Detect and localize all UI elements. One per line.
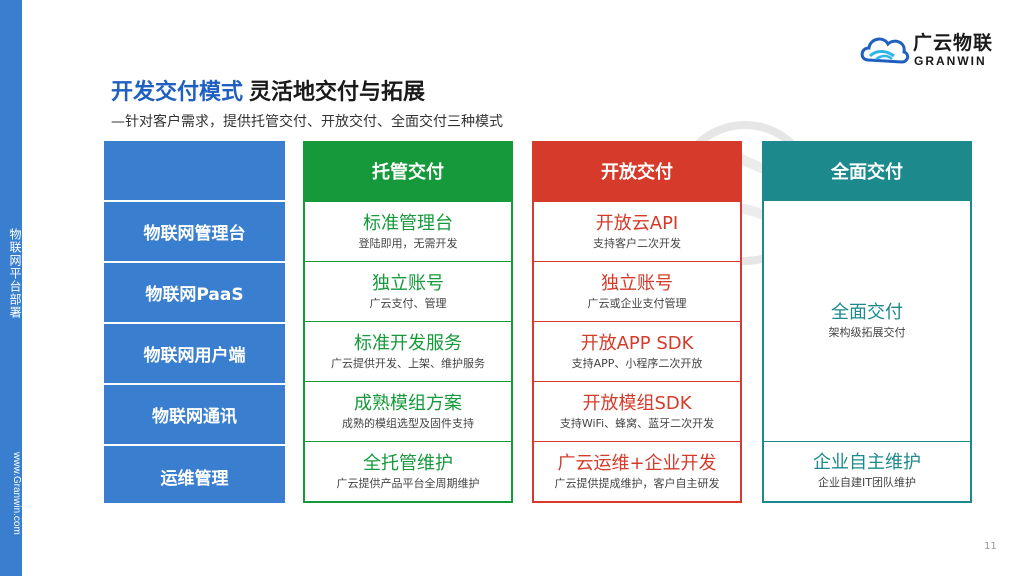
page-subtitle: —针对客户需求，提供托管交付、开放交付、全面交付三种模式 bbox=[111, 114, 503, 130]
cell-sub: 支持APP、小程序二次开放 bbox=[571, 356, 703, 370]
cell-sub: 支持客户二次开发 bbox=[593, 236, 681, 250]
sidebar-bar: 物联网平台部署 www.Granwin.com bbox=[0, 0, 22, 576]
cell-main: 标准管理台 bbox=[363, 212, 453, 234]
title-highlight: 开发交付模式 bbox=[111, 80, 244, 105]
cell-sub: 广云提供产品平台全周期维护 bbox=[336, 476, 480, 490]
logo-name: 广云物联 bbox=[913, 32, 994, 54]
cell-sub: 广云提供开发、上架、维护服务 bbox=[331, 356, 485, 370]
open-cell: 独立账号 广云或企业支付管理 bbox=[534, 261, 740, 321]
cell-sub: 广云提供提成维护，客户自主研发 bbox=[554, 476, 720, 490]
company-logo: 广云物联 GRANWIN bbox=[858, 26, 1008, 70]
cloud-logo-icon bbox=[860, 37, 910, 64]
cell-sub: 支持WiFi、蜂窝、蓝牙二次开发 bbox=[559, 416, 715, 430]
cell-sub: 广云或企业支付管理 bbox=[587, 296, 687, 310]
hosted-cell: 独立账号 广云支付、管理 bbox=[305, 261, 511, 321]
row-label: 物联网用户端 bbox=[104, 324, 285, 385]
cell-main: 开放云API bbox=[595, 212, 679, 234]
cell-sub: 架构级拓展交付 bbox=[828, 326, 906, 339]
cell-main: 成熟模组方案 bbox=[354, 392, 462, 414]
open-cell: 开放云API 支持客户二次开发 bbox=[534, 201, 740, 261]
full-last-cell: 企业自主维护 企业自建IT团队维护 bbox=[764, 441, 970, 499]
open-delivery-column: 开放交付 开放云API 支持客户二次开发 独立账号 广云或企业支付管理 开放AP… bbox=[532, 141, 742, 503]
cell-main: 独立账号 bbox=[372, 272, 444, 294]
hosted-cell: 全托管维护 广云提供产品平台全周期维护 bbox=[305, 441, 511, 501]
cell-main: 企业自主维护 bbox=[813, 451, 921, 473]
feature-row-labels: 物联网管理台 物联网PaaS 物联网用户端 物联网通讯 运维管理 bbox=[104, 141, 285, 503]
page-number: 11 bbox=[984, 541, 997, 552]
row-label: 物联网通讯 bbox=[104, 385, 285, 446]
cell-main: 开放APP SDK bbox=[580, 332, 694, 354]
title-rest: 灵活地交付与拓展 bbox=[249, 80, 426, 105]
sidebar-title: 物联网平台部署 bbox=[8, 228, 22, 319]
page-title: 开发交付模式灵活地交付与拓展 bbox=[111, 74, 425, 106]
cell-main: 开放模组SDK bbox=[582, 392, 692, 414]
logo-sub: GRANWIN bbox=[914, 54, 987, 68]
row-label: 物联网PaaS bbox=[104, 263, 285, 324]
open-cell: 开放模组SDK 支持WiFi、蜂窝、蓝牙二次开发 bbox=[534, 381, 740, 441]
row-header-blank bbox=[104, 141, 285, 202]
sidebar-url: www.Granwin.com bbox=[11, 452, 22, 535]
cell-sub: 成熟的模组选型及固件支持 bbox=[342, 416, 474, 430]
open-cell: 开放APP SDK 支持APP、小程序二次开放 bbox=[534, 321, 740, 381]
cell-sub: 登陆即用，无需开发 bbox=[358, 236, 458, 250]
open-cell: 广云运维+企业开发 广云提供提成维护，客户自主研发 bbox=[534, 441, 740, 501]
cell-main: 全托管维护 bbox=[363, 452, 453, 474]
row-label: 物联网管理台 bbox=[104, 202, 285, 263]
cell-main: 广云运维+企业开发 bbox=[557, 452, 717, 474]
row-label: 运维管理 bbox=[160, 468, 229, 489]
open-header: 开放交付 bbox=[532, 141, 742, 201]
full-delivery-column: 全面交付 全面交付 架构级拓展交付 企业自主维护 企业自建IT团队维护 bbox=[762, 141, 972, 503]
hosted-header: 托管交付 bbox=[303, 141, 513, 201]
hosted-cell: 成熟模组方案 成熟的模组选型及固件支持 bbox=[305, 381, 511, 441]
full-big-cell: 全面交付 架构级拓展交付 bbox=[764, 201, 970, 441]
hosted-cell: 标准开发服务 广云提供开发、上架、维护服务 bbox=[305, 321, 511, 381]
cell-main: 标准开发服务 bbox=[354, 332, 462, 354]
hosted-cell: 标准管理台 登陆即用，无需开发 bbox=[305, 201, 511, 261]
hosted-delivery-column: 托管交付 标准管理台 登陆即用，无需开发 独立账号 广云支付、管理 标准开发服务… bbox=[303, 141, 513, 503]
full-header: 全面交付 bbox=[762, 141, 972, 201]
cell-sub: 企业自建IT团队维护 bbox=[818, 475, 916, 489]
cell-main: 独立账号 bbox=[601, 272, 673, 294]
cell-main: 全面交付 bbox=[831, 302, 903, 323]
cell-sub: 广云支付、管理 bbox=[369, 296, 447, 310]
